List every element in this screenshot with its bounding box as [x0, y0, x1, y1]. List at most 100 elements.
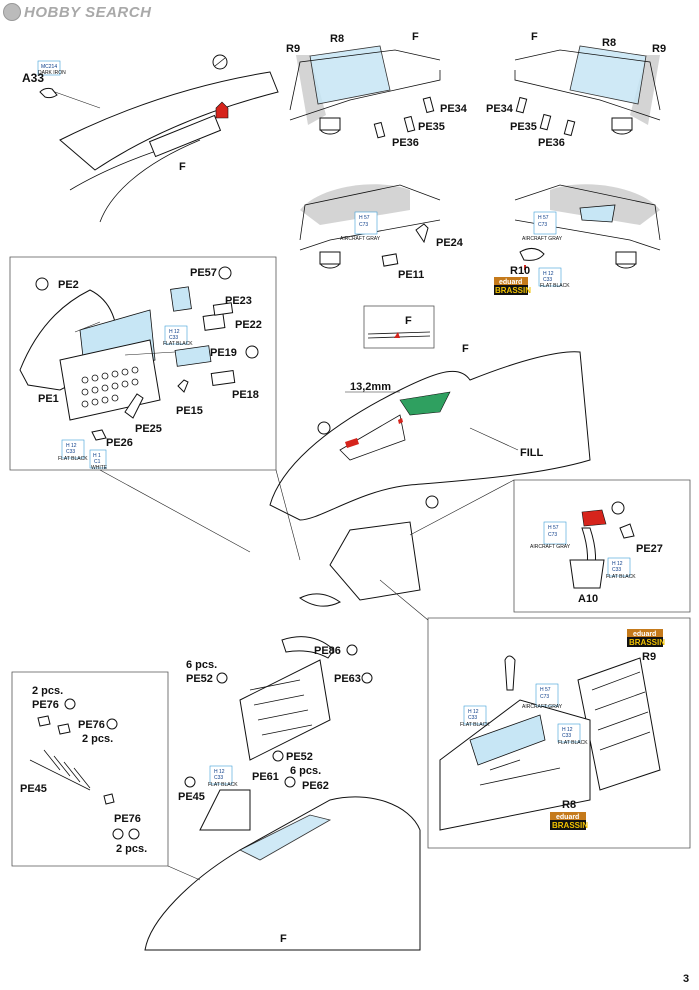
label-pe22: PE22	[235, 319, 262, 331]
assembly-icon-pe52-1	[216, 672, 228, 684]
step-pe24-pe11: H 57 C73 AIRCRAFT GRAY PE24 PE11	[299, 184, 464, 281]
label-pe2: PE2	[58, 279, 79, 291]
svg-text:FLAT BLACK: FLAT BLACK	[163, 341, 193, 347]
label-f-1: F	[179, 161, 186, 173]
label-pe1: PE1	[38, 393, 59, 405]
svg-text:FLAT BLACK: FLAT BLACK	[540, 283, 570, 289]
part-a33	[39, 87, 58, 99]
label-a33: A33	[22, 71, 44, 85]
label-pe52-2: PE52	[286, 751, 313, 763]
svg-text:H 12: H 12	[468, 709, 479, 715]
part-pe45-seat	[199, 789, 251, 831]
svg-text:C33: C33	[66, 449, 75, 455]
svg-text:C73: C73	[538, 222, 547, 228]
assembly-icon-pe76-1	[64, 698, 76, 710]
label-pe34-2: PE34	[486, 103, 514, 115]
label-pe45-2: PE45	[178, 791, 205, 803]
part-r9	[577, 657, 661, 791]
label-f-inset: F	[405, 315, 412, 327]
label-pe76-2: PE76	[78, 719, 105, 731]
label-pe62: PE62	[302, 780, 329, 792]
part-pe26	[91, 429, 107, 441]
step-pe76-pe45: 2 pcs. PE76 PE76 2 pcs. PE45 PE76 2 pcs.	[11, 671, 169, 867]
svg-text:BRASSIN: BRASSIN	[495, 286, 531, 295]
svg-text:C33: C33	[612, 567, 621, 573]
part-pe86	[281, 636, 335, 659]
svg-text:H 57: H 57	[540, 687, 551, 693]
svg-text:eduard: eduard	[556, 814, 579, 821]
part-pe11	[381, 253, 399, 267]
svg-text:WHITE: WHITE	[91, 465, 108, 471]
svg-text:C33: C33	[543, 277, 552, 283]
label-pe57: PE57	[190, 267, 217, 279]
label-r9-2: R9	[652, 43, 666, 55]
glue-icon-fuselage-2	[425, 495, 439, 509]
step-canopy-a33: MC214 DARK IRON A33 F	[22, 54, 279, 223]
svg-text:H 12: H 12	[169, 329, 180, 335]
label-pe18: PE18	[232, 389, 259, 401]
step-sill-right: F R8 R9 PE34 PE35 PE36	[486, 31, 666, 149]
paint-code-mc214: MC214	[41, 64, 57, 70]
canopy-frame-part	[59, 71, 279, 171]
label-pe19: PE19	[210, 347, 237, 359]
svg-text:H 12: H 12	[214, 769, 225, 775]
step-cockpit-r8-r9: eduard BRASSIN R9 H 57 C73 AIRCRAFT GRAY…	[427, 617, 691, 849]
svg-text:AIRCRAFT GRAY: AIRCRAFT GRAY	[530, 544, 571, 550]
assembly-icon-pe76-2	[106, 718, 118, 730]
svg-text:FLAT BLACK: FLAT BLACK	[208, 782, 238, 788]
watermark: HOBBY SEARCH	[3, 2, 151, 22]
cockpit-tub	[329, 521, 421, 601]
label-pe27: PE27	[636, 543, 663, 555]
svg-text:BRASSIN: BRASSIN	[629, 638, 665, 647]
part-pe23	[202, 313, 226, 331]
label-pe35-1: PE35	[418, 121, 445, 133]
svg-text:H 1: H 1	[93, 453, 101, 459]
assembly-icon-pe19	[245, 345, 259, 359]
svg-text:FLAT BLACK: FLAT BLACK	[558, 740, 588, 746]
paint-name-dark-iron: DARK IRON	[38, 70, 66, 76]
label-pe61: PE61	[252, 771, 279, 783]
glue-icon-pe76	[128, 828, 140, 840]
hobby-search-logo-icon	[3, 3, 21, 21]
fuselage-part-f-lower	[144, 796, 421, 951]
red-part-marker	[215, 101, 229, 119]
watermark-text: HOBBY SEARCH	[24, 3, 152, 21]
part-pe57	[170, 286, 192, 312]
part-a10	[569, 559, 605, 589]
part-small-bracket	[299, 593, 341, 607]
part-pe18	[210, 369, 236, 387]
brassin-badge-r9: eduard BRASSIN	[627, 629, 665, 647]
brassin-badge-r8: eduard BRASSIN	[550, 812, 588, 830]
svg-text:H 57: H 57	[548, 525, 559, 531]
detail-inset	[363, 305, 435, 349]
label-r8-3: R8	[562, 799, 576, 811]
label-pe86: PE86	[314, 645, 341, 657]
label-pe36-1: PE36	[392, 137, 419, 149]
svg-text:C33: C33	[214, 775, 223, 781]
page-number: 3	[683, 973, 689, 985]
svg-text:C1: C1	[94, 459, 101, 465]
svg-text:C73: C73	[359, 222, 368, 228]
green-area-marker	[399, 391, 451, 416]
svg-text:eduard: eduard	[499, 279, 522, 286]
svg-text:eduard: eduard	[633, 631, 656, 638]
label-r10: R10	[510, 265, 530, 277]
svg-text:H 12: H 12	[612, 561, 623, 567]
label-pe52-1: PE52	[186, 673, 213, 685]
seat-red-part	[581, 509, 607, 527]
glue-icon-fuselage	[317, 421, 331, 435]
label-f-3: F	[531, 31, 538, 43]
step-r10: H 57 C73 AIRCRAFT GRAY R10 H 12 C33 FLAT…	[494, 184, 661, 295]
label-pe23: PE23	[225, 295, 252, 307]
assembly-icon-pe63	[361, 672, 373, 684]
part-pe19	[174, 345, 212, 367]
step-fuselage-main: F 13,2mm F FILL	[269, 305, 591, 607]
assembly-icon-pe86	[346, 644, 358, 656]
svg-text:AIRCRAFT GRAY: AIRCRAFT GRAY	[522, 236, 563, 242]
assembly-icon-pe52-2	[272, 750, 284, 762]
label-two-pcs-3: 2 pcs.	[116, 843, 147, 855]
part-r8	[439, 699, 591, 831]
label-two-pcs-2: 2 pcs.	[82, 733, 113, 745]
label-r9-1: R9	[286, 43, 300, 55]
